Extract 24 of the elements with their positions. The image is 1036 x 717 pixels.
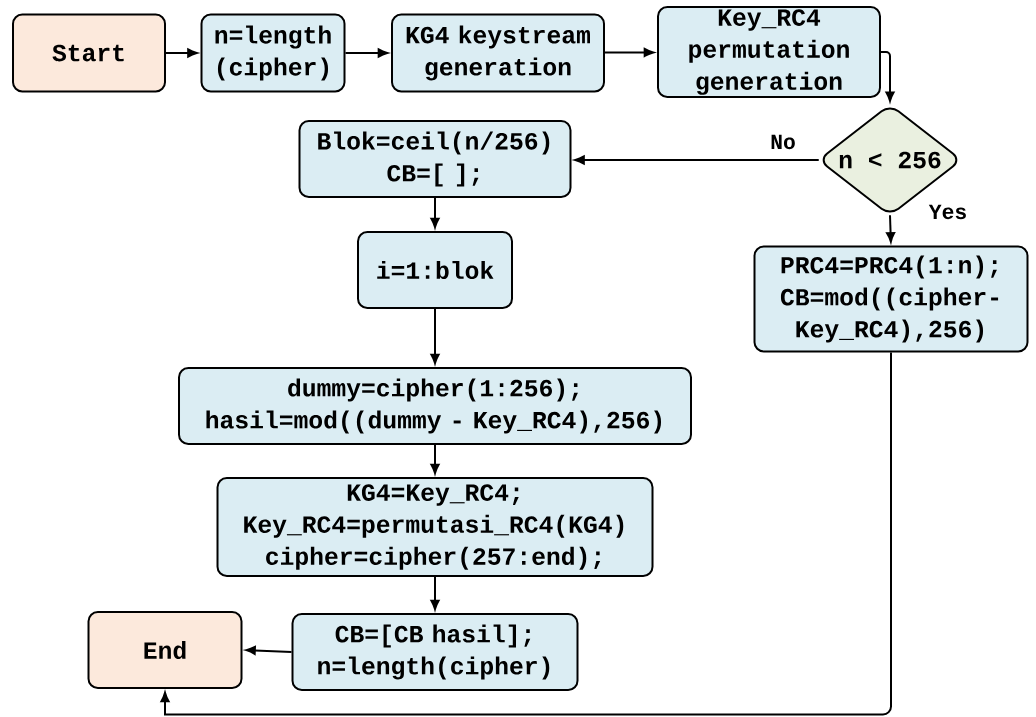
arrow: [165, 48, 198, 58]
process-box: KG4=Key_RC4; Key_RC4=permutasi_RC4(KG4) cipher=cipher(257:end);: [216, 477, 654, 577]
process-box: Blok=ceil(n/256) CB=[ ];: [298, 120, 572, 198]
arrow: [430, 576, 440, 611]
arrow: [160, 351, 892, 716]
terminal-box: End: [87, 611, 243, 689]
arrow: [344, 48, 389, 58]
arrow: [604, 47, 655, 57]
arrow: [574, 155, 820, 165]
arrow: [430, 308, 440, 365]
edge-label: No: [768, 133, 798, 151]
arrow: [430, 197, 440, 229]
arrow: [880, 51, 895, 102]
arrow: [430, 444, 440, 475]
process-box: CB=[CB hasil]; n=length(cipher): [291, 613, 579, 691]
process-box: i=1:blok: [357, 231, 513, 309]
process-box: KG4 keystream generation: [391, 13, 605, 93]
process-box: dummy=cipher(1:256); hasil=mod((dummy - Key_RC4),256): [178, 367, 692, 445]
process-box: Key_RC4 permutation generation: [657, 6, 881, 98]
arrow: [886, 214, 896, 243]
arrow: [245, 645, 293, 656]
terminal-box: Start: [12, 13, 166, 93]
process-box: n=length (cipher): [200, 13, 346, 93]
process-box: PRC4=PRC4(1:n); CB=mod((cipher-Key_RC4),256): [753, 245, 1029, 353]
